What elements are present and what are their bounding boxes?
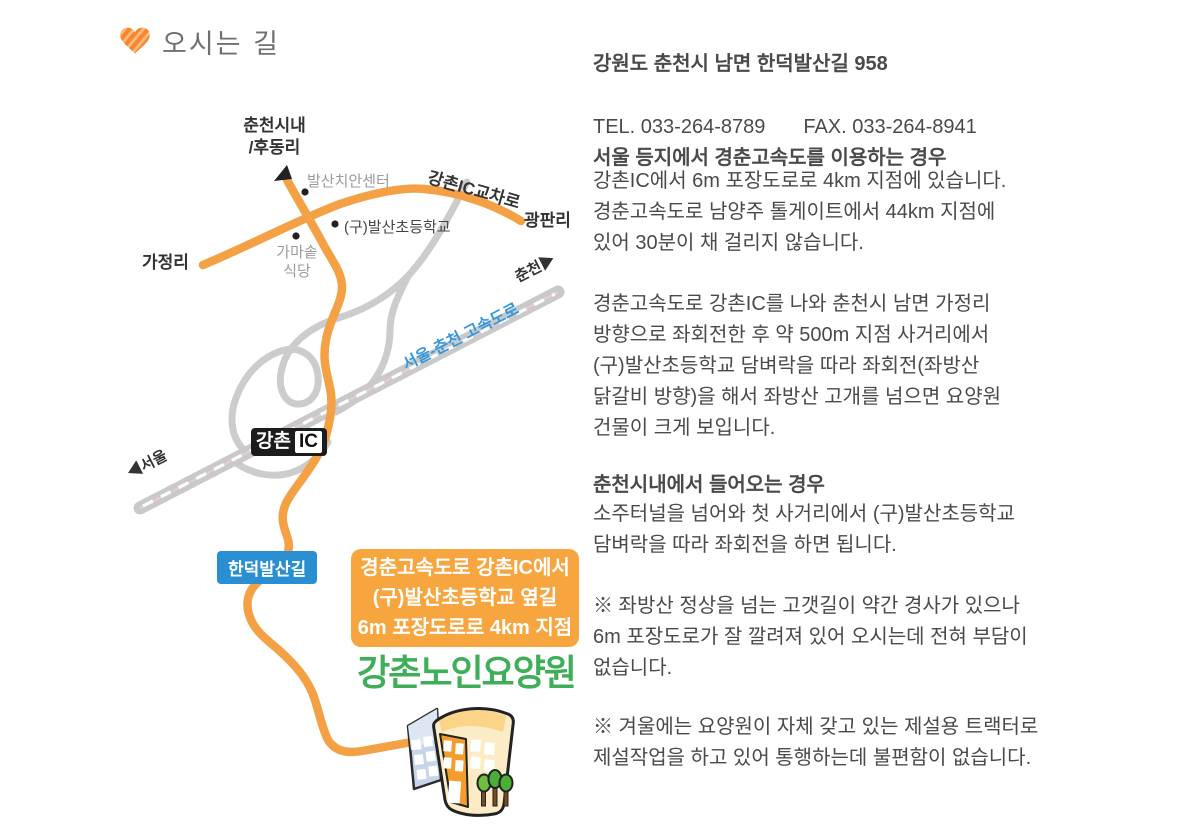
buildings-illustration bbox=[406, 707, 515, 817]
section2-heading: 춘천시내에서 들어오는 경우 bbox=[593, 474, 825, 496]
label-old-school: (구)발산초등학교 bbox=[344, 219, 451, 236]
section2-body: 소주터널을 넘어와 첫 사거리에서 (구)발산초등학교 담벼락을 따라 좌회전을… bbox=[593, 503, 1015, 556]
section1-body: 강촌IC에서 6m 포장도로로 4km 지점에 있습니다. 경춘고속도로 남양주… bbox=[593, 170, 1007, 254]
tel-number: TEL. 033-264-8789 bbox=[593, 116, 766, 138]
ic-badge-suffix: IC bbox=[294, 431, 322, 453]
ic-badge-name: 강촌 bbox=[256, 431, 291, 452]
tel-fax-line: TEL. 033-264-8789 FAX. 033-264-8941 bbox=[593, 81, 977, 143]
fax-number: FAX. 033-264-8941 bbox=[803, 116, 977, 138]
location-map: 춘천시내 /후동리 발산치안센터 (구)발산초등학교 가마솥 식당 가정리 강촌… bbox=[124, 116, 579, 817]
gangchon-ic-badge: 강촌 IC bbox=[251, 428, 327, 456]
label-village-gwangpanri: 광판리 bbox=[524, 211, 571, 230]
note-slope: ※ 좌방산 정상을 넘는 고갯길이 약간 경사가 있으나 6m 포장도로가 잘 … bbox=[593, 595, 1028, 679]
local-road-horizontal bbox=[198, 184, 526, 270]
page-header: 오시는 길 bbox=[118, 22, 280, 61]
note-winter: ※ 겨울에는 요양원이 자체 갖고 있는 제설용 트랙터로 제설작업을 하고 있… bbox=[593, 716, 1039, 769]
section1-heading: 서울 등지에서 경춘고속도를 이용하는 경우 bbox=[593, 147, 947, 169]
trees-icon bbox=[476, 769, 514, 807]
page-title: 오시는 길 bbox=[162, 29, 280, 60]
poi-dots bbox=[292, 188, 339, 240]
label-village-gajeongri: 가정리 bbox=[142, 253, 189, 272]
label-police-station: 발산치안센터 bbox=[307, 173, 390, 190]
address-line: 강원도 춘천시 남면 한덕발산길 958 bbox=[593, 53, 888, 75]
map-drawing bbox=[133, 165, 565, 817]
section1-body2: 경춘고속도로 강촌IC를 나와 춘천시 남면 가정리 방향으로 좌회전한 후 약… bbox=[593, 293, 1001, 439]
local-road-vertical bbox=[243, 175, 417, 757]
route-callout-box: 경춘고속도로 강촌IC에서 (구)발산초등학교 옆길 6m 포장도로로 4km … bbox=[351, 549, 579, 647]
road-name-badge: 한덕발산길 bbox=[217, 551, 318, 584]
expressway bbox=[133, 285, 565, 515]
label-restaurant: 가마솥 식당 bbox=[276, 244, 318, 280]
heart-icon bbox=[118, 24, 152, 60]
label-destination-top: 춘천시내 /후동리 bbox=[243, 116, 306, 157]
facility-name: 강촌노인요양원 bbox=[357, 652, 577, 693]
arrow-up-icon bbox=[274, 165, 292, 181]
